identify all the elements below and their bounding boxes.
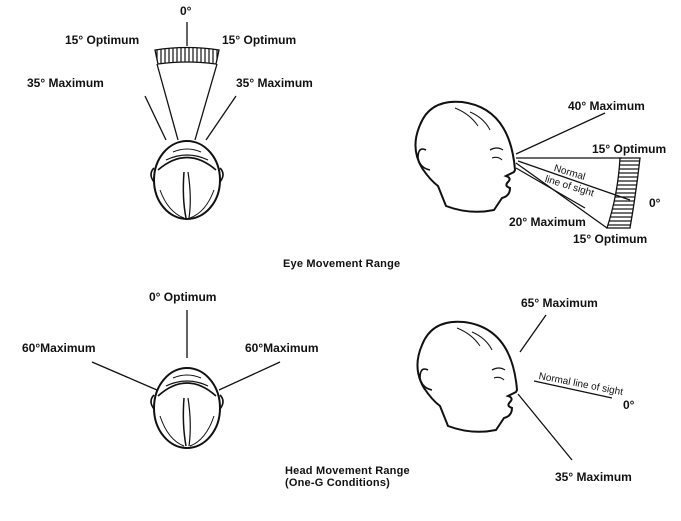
- eye-top-optimum-left-ray: [156, 63, 179, 141]
- head-move-side-down-ray: [517, 393, 573, 461]
- head-move-side-normal-ray: [533, 380, 613, 399]
- head-side-icon-2: [416, 320, 519, 433]
- eye-top-zero-label: 0°: [180, 4, 192, 18]
- eye-side-max-up-label: 40° Maximum: [568, 99, 645, 113]
- eye-top-optimum-left-label: 15° Optimum: [65, 33, 140, 47]
- eye-side-optimum-down-ray: [515, 162, 608, 229]
- head-move-left-ray: [91, 361, 158, 391]
- head-move-zero-label: 0° Optimum: [149, 290, 217, 304]
- head-movement-caption-line2: (One-G Conditions): [285, 477, 391, 489]
- head-movement-caption-line1: Head Movement Range: [285, 465, 410, 477]
- eye-side-view: [414, 100, 641, 229]
- eye-side-max-up-ray: [515, 112, 606, 155]
- head-move-side-max-up-label: 65° Maximum: [521, 296, 598, 310]
- eye-top-view: [144, 22, 237, 220]
- eye-side-optimum-band: [606, 157, 641, 229]
- eye-side-optimum-up-label: 15° Optimum: [592, 142, 667, 156]
- eye-top-optimum-right-ray: [194, 63, 218, 141]
- head-move-side-max-down-label: 35° Maximum: [555, 470, 632, 484]
- eye-top-optimum-right-label: 15° Optimum: [222, 33, 297, 47]
- head-move-max-right-label: 60°Maximum: [245, 341, 319, 355]
- eye-side-zero-label: 0°: [649, 196, 661, 210]
- head-move-side-up-ray: [519, 314, 547, 353]
- eye-top-optimum-arc: [154, 46, 220, 65]
- eye-top-max-left-label: 35° Maximum: [27, 76, 104, 90]
- eye-movement-caption: Eye Movement Range: [283, 258, 401, 270]
- head-move-side-zero-label: 0°: [623, 398, 635, 412]
- head-move-right-ray: [218, 361, 281, 391]
- head-move-top-view: [91, 310, 281, 449]
- head-top-icon-2: [150, 367, 224, 449]
- head-top-icon: [150, 140, 224, 220]
- eye-side-max-down-label: 20° Maximum: [509, 215, 586, 229]
- head-side-icon: [414, 100, 517, 213]
- eye-top-max-right-label: 35° Maximum: [236, 76, 313, 90]
- eye-side-normal-ray: [517, 160, 631, 201]
- eye-top-max-left-ray: [144, 95, 167, 141]
- head-move-max-left-label: 60°Maximum: [22, 341, 96, 355]
- eye-side-optimum-down-label: 15° Optimum: [573, 232, 648, 246]
- eye-top-max-right-ray: [205, 95, 237, 141]
- head-move-side-view: [416, 314, 613, 461]
